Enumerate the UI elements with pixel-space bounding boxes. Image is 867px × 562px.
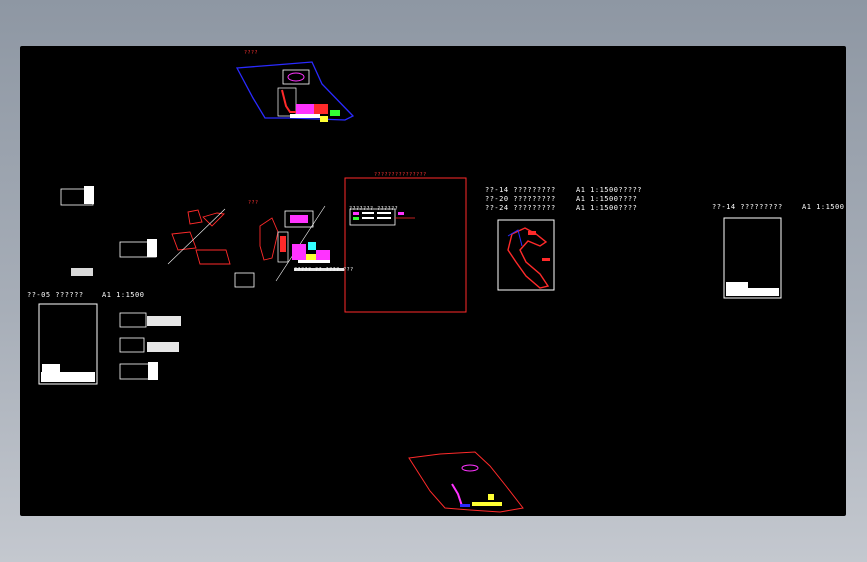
right-row3-scale: A1 1:1500???? xyxy=(576,204,638,212)
top-site-boundary xyxy=(235,61,355,121)
right-mini-frame xyxy=(497,219,555,291)
mini-sheet-3 xyxy=(71,268,93,276)
mini-sheet-6 xyxy=(119,337,145,353)
top-site-building-frame xyxy=(277,87,297,117)
legend-header: ??????? ?????? xyxy=(349,206,399,212)
right-row2-code: ??-20 ????????? xyxy=(485,195,556,203)
legend-table xyxy=(349,208,396,226)
right-row2-scale: A1 1:1500???? xyxy=(576,195,638,203)
top-site-oval xyxy=(287,72,305,82)
far-right-sheet xyxy=(723,217,782,299)
left-mini-sheets xyxy=(60,186,255,380)
mid-site-plan xyxy=(167,205,344,282)
far-right-frame xyxy=(723,217,782,299)
red-building-outline xyxy=(259,217,279,261)
diagonal-line-1 xyxy=(167,208,226,265)
mid-building-frame xyxy=(284,210,314,228)
mini-sheet-4 xyxy=(234,272,255,288)
central-frame-title: ??????????????? xyxy=(374,172,427,178)
bottom-site-boundary xyxy=(408,451,524,513)
legend-bottom-text: ????? ?? ???? ??? xyxy=(294,267,354,273)
right-mini-sheet xyxy=(497,219,555,291)
far-right-code: ??-14 ????????? xyxy=(712,203,783,211)
top-site-block-a xyxy=(296,104,314,114)
top-site-inset-box xyxy=(282,69,310,85)
top-site-block-c xyxy=(320,116,328,122)
right-row1-scale: A1 1:1500????? xyxy=(576,186,643,194)
top-site-title: ???? xyxy=(244,50,259,56)
top-site-block-b xyxy=(314,104,328,114)
top-site-block-e xyxy=(290,114,320,118)
left-sheet xyxy=(38,303,98,385)
mid-site-title: ??? xyxy=(248,200,259,206)
far-right-scale: A1 1:1500 xyxy=(802,203,845,211)
left-sheet-scale: A1 1:1500 xyxy=(102,291,145,299)
red-parcel-2 xyxy=(202,212,225,227)
bottom-site-oval xyxy=(461,464,479,472)
bottom-site-plan xyxy=(408,451,524,513)
legend-border xyxy=(344,177,467,313)
bottom-site-path xyxy=(451,483,463,507)
right-row1-code: ??-14 ????????? xyxy=(485,186,556,194)
mini-sheet-5 xyxy=(119,312,147,328)
red-parcel-3 xyxy=(171,231,197,251)
mid-building-block xyxy=(277,231,289,263)
right-mini-outline xyxy=(507,227,550,289)
top-site-block-d xyxy=(330,110,340,116)
red-parcel-1 xyxy=(187,209,203,225)
top-site-plan xyxy=(235,61,355,122)
central-legend-frame xyxy=(344,177,467,313)
model-space-viewport[interactable]: ???? ??? ??????????????? ??????? ?????? … xyxy=(20,46,846,516)
cad-drawing-canvas[interactable] xyxy=(20,46,846,516)
left-sheet-code: ??-05 ?????? xyxy=(27,291,84,299)
right-row3-code: ??-24 ????????? xyxy=(485,204,556,212)
red-parcel-4 xyxy=(195,249,231,265)
diagonal-line-2 xyxy=(275,205,326,282)
top-site-building-path xyxy=(281,89,300,113)
left-sheet-frame xyxy=(38,303,98,385)
